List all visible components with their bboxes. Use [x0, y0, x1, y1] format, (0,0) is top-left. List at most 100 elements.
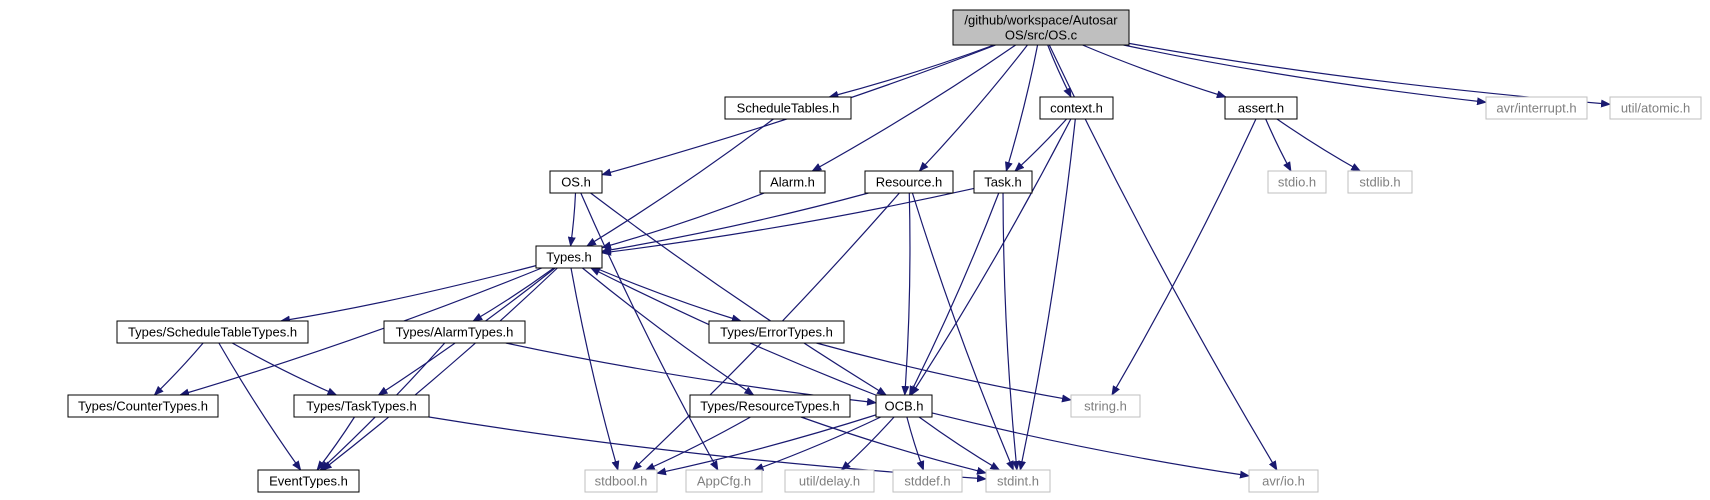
edge-group-types-h-to-alarm-types-h — [472, 267, 555, 322]
edge-group-os-c-to-alarm-h — [811, 44, 1016, 172]
node-box-os-h — [549, 170, 603, 194]
node-box-context-h — [1039, 96, 1114, 120]
node-label-counter-types-h: Types/CounterTypes.h — [78, 399, 208, 414]
node-context-h[interactable]: context.h — [1039, 96, 1114, 120]
node-label-os-h: OS.h — [561, 175, 591, 190]
edge-group-types-h-to-event-types-h — [321, 267, 558, 471]
edge-task-h-to-stdint-h — [1002, 192, 1021, 471]
edge-group-ocb-h-to-util-delay-h — [840, 416, 895, 471]
node-alarm-types-h[interactable]: Types/AlarmTypes.h — [383, 320, 526, 344]
node-box-stddef-h — [892, 469, 963, 493]
edge-schedule-table-types-h-to-event-types-h — [218, 342, 302, 471]
node-box-event-types-h — [257, 469, 360, 493]
node-error-types-h[interactable]: Types/ErrorTypes.h — [708, 320, 845, 344]
edge-group-resource-h-to-stdint-h — [911, 192, 1014, 471]
node-box-util-atomic-h — [1609, 96, 1702, 120]
node-label-types-h: Types.h — [546, 250, 592, 265]
node-task-h[interactable]: Task.h — [973, 170, 1033, 194]
node-label-os-c-line-1: OS/src/OS.c — [1005, 28, 1078, 43]
edge-ocb-h-to-stdint-h — [918, 416, 1001, 471]
node-label-assert-h: assert.h — [1238, 101, 1284, 116]
edge-group-schedule-table-types-h-to-event-types-h — [218, 342, 302, 471]
edge-os-h-to-appcfg-h — [580, 192, 719, 471]
edge-group-context-h-to-ocb-h — [910, 118, 1072, 396]
edge-os-c-to-resource-h — [918, 44, 1028, 172]
node-ocb-h[interactable]: OCB.h — [875, 394, 933, 418]
edge-task-h-to-ocb-h — [908, 192, 1000, 396]
edge-group-ocb-h-to-avr-io-h — [931, 412, 1250, 479]
node-task-types-h[interactable]: Types/TaskTypes.h — [293, 394, 430, 418]
edge-group-task-types-h-to-event-types-h — [316, 416, 355, 471]
edge-group-schedule-tables-h-to-types-h — [586, 118, 774, 247]
node-label-avr-interrupt-h: avr/interrupt.h — [1496, 101, 1576, 116]
edge-group-resource-h-to-ocb-h — [901, 192, 911, 396]
edge-os-c-to-avr-interrupt-h — [1123, 44, 1487, 106]
node-resource-types-h[interactable]: Types/ResourceTypes.h — [689, 394, 851, 418]
edge-group-os-c-to-context-h — [1047, 44, 1072, 98]
edge-group-os-c-to-assert-h — [1082, 44, 1227, 99]
node-box-avr-interrupt-h — [1485, 96, 1588, 120]
edge-group-types-h-to-counter-types-h — [179, 267, 543, 397]
edge-group-ocb-h-to-stdbool-h — [656, 414, 877, 476]
node-label-alarm-h: Alarm.h — [770, 175, 815, 190]
node-os-h[interactable]: OS.h — [549, 170, 603, 194]
node-label-appcfg-h: AppCfg.h — [697, 474, 751, 489]
edge-group-os-c-to-schedule-tables-h — [828, 44, 995, 99]
edge-types-h-to-resource-types-h — [582, 267, 755, 396]
node-box-task-types-h — [293, 394, 430, 418]
node-box-stdlib-h — [1347, 170, 1413, 194]
node-label-avr-io-h: avr/io.h — [1262, 474, 1305, 489]
node-schedule-tables-h[interactable]: ScheduleTables.h — [724, 96, 852, 120]
node-label-resource-types-h: Types/ResourceTypes.h — [700, 399, 839, 414]
node-label-alarm-types-h: Types/AlarmTypes.h — [396, 325, 514, 340]
edge-context-h-to-ocb-h — [910, 118, 1072, 396]
edge-ocb-h-to-util-delay-h — [840, 416, 895, 471]
edge-group-os-c-to-avr-interrupt-h — [1123, 44, 1487, 106]
node-label-stddef-h: stddef.h — [904, 474, 950, 489]
edge-group-task-h-to-types-h — [601, 187, 975, 256]
edge-os-c-to-alarm-h — [811, 44, 1016, 172]
node-box-resource-types-h — [689, 394, 851, 418]
edge-ocb-h-to-stdbool-h — [656, 414, 877, 476]
edge-group-schedule-table-types-h-to-task-types-h — [231, 342, 338, 396]
node-box-appcfg-h — [685, 469, 763, 493]
node-event-types-h[interactable]: EventTypes.h — [257, 469, 360, 493]
node-box-alarm-types-h — [383, 320, 526, 344]
node-box-ocb-h — [875, 394, 933, 418]
node-schedule-table-types-h[interactable]: Types/ScheduleTableTypes.h — [116, 320, 309, 344]
edge-resource-h-to-types-h — [601, 192, 869, 254]
node-resource-h[interactable]: Resource.h — [864, 170, 954, 194]
edge-group-assert-h-to-stdlib-h — [1276, 118, 1362, 172]
node-stddef-h: stddef.h — [892, 469, 963, 493]
node-box-string-h — [1070, 394, 1141, 418]
edge-schedule-table-types-h-to-counter-types-h — [153, 342, 204, 396]
edge-group-task-h-to-ocb-h — [908, 192, 1000, 396]
node-label-os-c-line-0: /github/workspace/Autosar — [964, 13, 1118, 28]
edge-types-h-to-alarm-types-h — [472, 267, 555, 322]
node-avr-io-h: avr/io.h — [1248, 469, 1319, 493]
edge-types-h-to-error-types-h — [595, 267, 742, 323]
edge-group-types-h-to-stdbool-h — [570, 267, 620, 471]
edge-group-types-h-to-error-types-h — [595, 267, 742, 323]
edge-group-os-h-to-appcfg-h — [580, 192, 719, 471]
edge-resource-h-to-stdint-h — [911, 192, 1014, 471]
node-counter-types-h[interactable]: Types/CounterTypes.h — [67, 394, 219, 418]
node-alarm-h[interactable]: Alarm.h — [759, 170, 826, 194]
node-stdlib-h: stdlib.h — [1347, 170, 1413, 194]
edge-group-resource-types-h-to-stdbool-h — [644, 416, 751, 471]
edge-os-c-to-task-h — [1005, 44, 1039, 172]
node-label-stdio-h: stdio.h — [1278, 175, 1316, 190]
edge-group-assert-h-to-string-h — [1111, 118, 1257, 396]
node-util-delay-h: util/delay.h — [784, 469, 875, 493]
node-string-h: string.h — [1070, 394, 1141, 418]
node-label-task-types-h: Types/TaskTypes.h — [306, 399, 417, 414]
edge-ocb-h-to-avr-io-h — [931, 412, 1250, 479]
edge-group-schedule-table-types-h-to-counter-types-h — [153, 342, 204, 396]
edge-group-ocb-h-to-stddef-h — [906, 416, 925, 471]
node-types-h[interactable]: Types.h — [535, 245, 603, 269]
node-assert-h[interactable]: assert.h — [1224, 96, 1298, 120]
edge-group-os-c-to-task-h — [1005, 44, 1039, 172]
node-box-stdio-h — [1267, 170, 1327, 194]
node-box-alarm-h — [759, 170, 826, 194]
